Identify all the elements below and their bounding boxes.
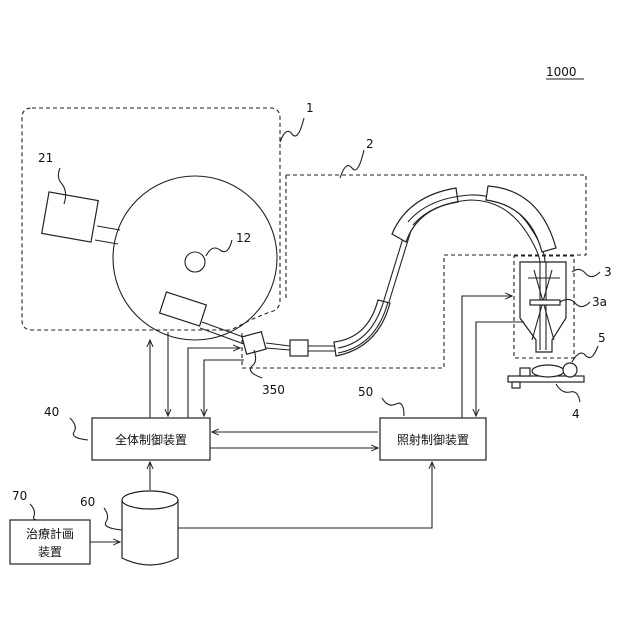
arrow-control-to-350 — [188, 348, 240, 418]
ion-source — [42, 192, 99, 242]
couch-base — [512, 382, 520, 388]
ref-4: 4 — [572, 407, 580, 421]
database-cylinder-top — [122, 491, 178, 509]
ref-50: 50 — [358, 385, 373, 399]
ref-60: 60 — [80, 495, 95, 509]
arrow-db-to-irr — [178, 462, 432, 528]
leader-3 — [572, 269, 600, 276]
leader-2 — [340, 150, 364, 178]
arrow-irr-to-nozzle — [462, 296, 512, 418]
ref-40: 40 — [44, 405, 59, 419]
ref-3a: 3a — [592, 295, 607, 309]
ref-2: 2 — [366, 137, 374, 151]
ref-1: 1 — [306, 101, 314, 115]
figure-number: 1000 — [546, 65, 577, 79]
extraction-device — [160, 292, 207, 326]
leader-12 — [206, 240, 232, 256]
ref-3: 3 — [604, 265, 612, 279]
ref-12: 12 — [236, 231, 251, 245]
leader-4 — [556, 384, 580, 402]
leader-5 — [572, 346, 598, 362]
overall-control-label: 全体制御装置 — [115, 432, 187, 447]
beam-monitor — [290, 340, 308, 356]
treatment-planning-label-1: 治療計画 — [26, 526, 74, 541]
arrow-nozzle-to-irr — [476, 322, 524, 416]
patient-head — [563, 363, 577, 377]
ref-70: 70 — [12, 489, 27, 503]
leader-40 — [70, 418, 88, 440]
irradiation-control-label: 照射制御装置 — [397, 432, 469, 447]
scanner-element-3a — [530, 300, 560, 305]
beam-line-c — [266, 343, 290, 346]
ref-350: 350 — [262, 383, 285, 397]
leader-50 — [382, 398, 404, 416]
leader-1 — [280, 118, 304, 142]
ref-5: 5 — [598, 331, 606, 345]
leader-350 — [250, 350, 262, 378]
synchrotron-center — [185, 252, 205, 272]
leader-70 — [30, 504, 38, 520]
upper-right-bending-magnet — [486, 186, 556, 252]
treatment-planning-label-2: 装置 — [38, 545, 62, 559]
patient-support — [520, 368, 530, 376]
irradiation-nozzle — [520, 262, 566, 352]
ref-21: 21 — [38, 151, 53, 165]
leader-60 — [104, 508, 122, 530]
database-cylinder — [122, 500, 178, 565]
ion-source-duct-top — [97, 226, 120, 230]
patient-body — [532, 365, 564, 377]
beam-line-d — [266, 348, 290, 350]
arrow-350-to-control — [204, 360, 244, 416]
upper-left-bending-magnet — [392, 188, 458, 242]
